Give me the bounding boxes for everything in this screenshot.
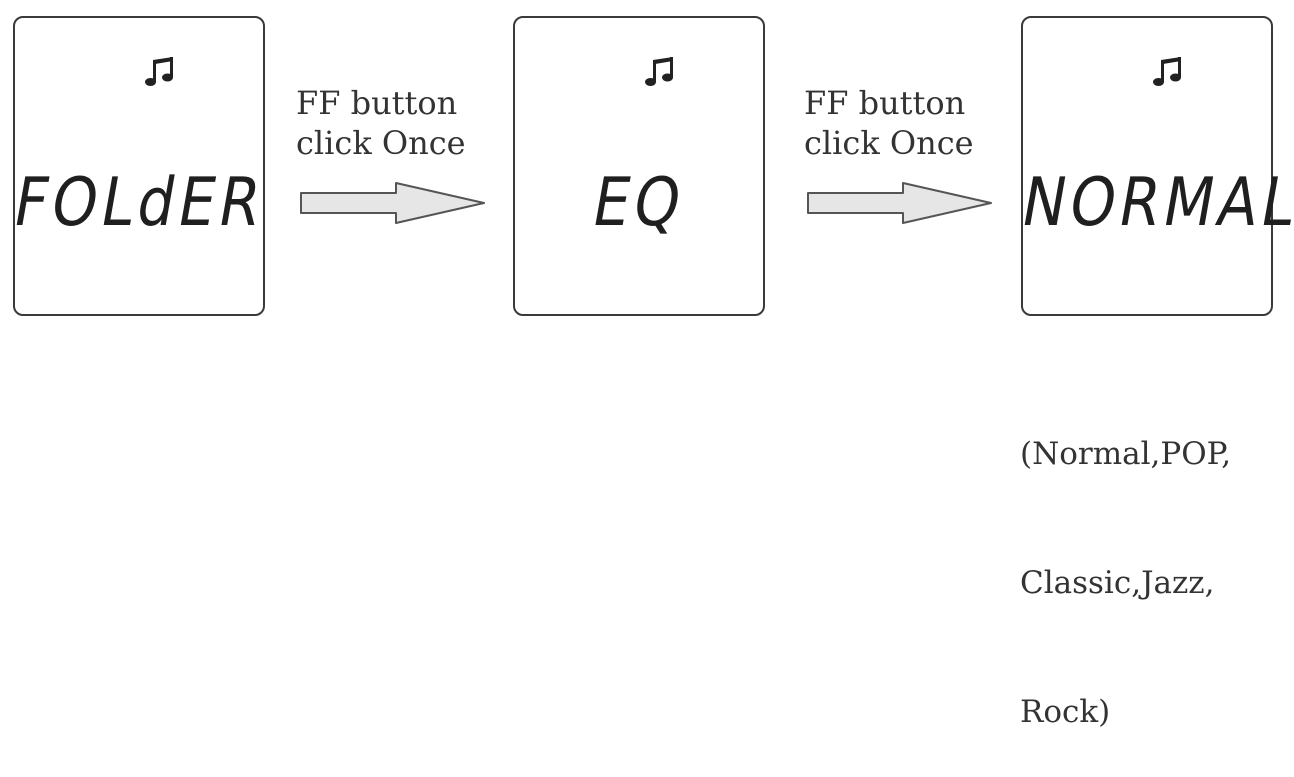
lcd-screen-folder: FOLdER: [8, 16, 271, 316]
transition-caption: FF button click Once: [296, 83, 466, 163]
lcd-display-text: FOLdER: [8, 162, 271, 242]
lcd-screen-eq: EQ: [513, 16, 765, 316]
right-arrow-icon: [300, 182, 485, 224]
music-note-icon: [1153, 57, 1181, 86]
lcd-display-text: NORMAL: [1016, 162, 1294, 242]
eq-options-note: (Normal,POP, Classic,Jazz, Rock): [1020, 347, 1231, 777]
eq-options-line-2: Classic,Jazz,: [1020, 565, 1215, 601]
lcd-screen-normal: NORMAL: [1016, 16, 1294, 316]
transition-caption: FF button click Once: [804, 83, 974, 163]
music-note-icon: [645, 57, 673, 86]
caption-line-1: FF button: [804, 84, 966, 122]
caption-line-1: FF button: [296, 84, 458, 122]
music-note-icon: [145, 57, 173, 86]
caption-line-2: click Once: [296, 124, 466, 162]
caption-line-2: click Once: [804, 124, 974, 162]
eq-options-line-3: Rock): [1020, 694, 1111, 730]
lcd-display-text: EQ: [586, 162, 692, 242]
right-arrow-icon: [807, 182, 992, 224]
eq-options-line-1: (Normal,POP,: [1020, 436, 1232, 472]
